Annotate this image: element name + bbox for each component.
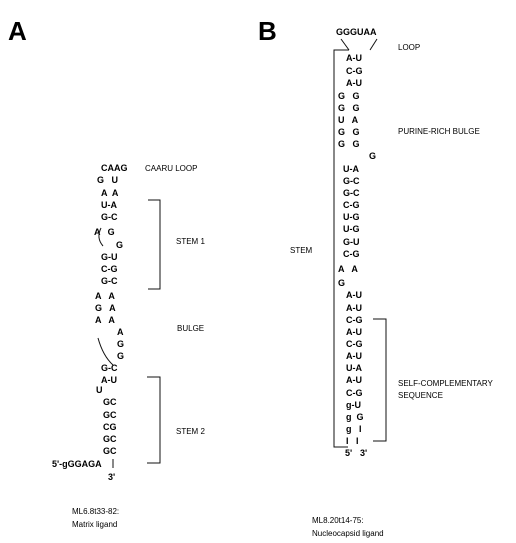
b-seq-row: A-U — [346, 351, 362, 361]
a-5prime-end: 5'-gGGAGA — [52, 459, 102, 469]
b-loop-stroke-right — [369, 38, 378, 51]
b-seq-row: G G — [338, 127, 360, 137]
b-seq-row: C-G — [343, 249, 360, 259]
b-seq-row: U A — [338, 115, 359, 125]
b-loop-label: LOOP — [398, 43, 420, 52]
a-seq-row: G — [117, 339, 124, 349]
b-seq-row: A-U — [346, 78, 362, 88]
b-seq-row: A-U — [346, 375, 362, 385]
b-caption-line2: Nucleocapsid ligand — [312, 529, 384, 538]
a-caption-line1: ML6.8t33-82: — [72, 507, 119, 516]
a-bulge-label: BULGE — [177, 324, 204, 333]
b-seq-row: U-G — [343, 224, 360, 234]
b-seq-row: C-G — [346, 66, 363, 76]
a-seq-row: G-C — [101, 276, 118, 286]
panel-a-letter: A — [8, 16, 27, 46]
a-seq-row: G-U — [101, 252, 118, 262]
a-3prime-end: 3' — [108, 472, 115, 482]
a-seq-row: A-U — [101, 375, 117, 385]
a-seq-row: G — [116, 240, 123, 250]
a-stem2-bracket — [147, 376, 161, 464]
b-seq-row: G G — [338, 139, 360, 149]
b-seq-row: U-A — [346, 363, 362, 373]
b-stem-label: STEM — [290, 246, 313, 255]
a-seq-row: CG — [103, 422, 117, 432]
panel-b-sequence: A-U C-G A-U G G G G U A G G G G G U-A G-… — [338, 53, 376, 458]
b-seq-row: A-U — [346, 290, 362, 300]
b-seq-row: A A — [338, 264, 358, 274]
b-seq-row: I I — [346, 436, 359, 446]
a-seq-row: GC — [103, 397, 117, 407]
b-seq-row: G-U — [343, 237, 360, 247]
a-seq-row: U-A — [101, 200, 117, 210]
b-seq-row: g-U — [346, 400, 361, 410]
b-seq-row: U-A — [343, 164, 359, 174]
b-caption-line1: ML8.20t14-75: — [312, 516, 364, 525]
a-loop-label: CAARU LOOP — [145, 164, 197, 173]
a-seq-row: U — [96, 385, 103, 395]
b-loop-stroke-left — [340, 38, 350, 51]
a-seq-row: CAAG — [101, 163, 128, 173]
a-stem1-label: STEM 1 — [176, 237, 205, 246]
a-seq-row: G — [117, 351, 124, 361]
b-seq-row: G — [369, 151, 376, 161]
b-seq-row: g I — [346, 424, 362, 434]
a-stem2-label: STEM 2 — [176, 427, 205, 436]
b-seq-row: A-U — [346, 303, 362, 313]
a-bulge-arc-2 — [97, 337, 114, 366]
a-seq-row: G A — [95, 303, 116, 313]
a-seq-row: A G — [94, 227, 115, 237]
b-selfcomp-bracket — [373, 318, 387, 442]
a-stem1-bracket — [148, 199, 161, 290]
b-seq-row: C-G — [346, 339, 363, 349]
b-stem-bracket — [333, 49, 349, 448]
a-seq-row: A A — [95, 315, 115, 325]
a-seq-row: G-C — [101, 363, 118, 373]
a-seq-row: G U — [97, 175, 118, 185]
a-seq-row: GC — [103, 434, 117, 444]
a-bulge-arc-1 — [98, 227, 104, 247]
b-selfcomp-label-line2: SEQUENCE — [398, 391, 443, 400]
b-seq-row: C-G — [346, 315, 363, 325]
a-seq-row: GC — [103, 446, 117, 456]
b-seq-row: A-U — [346, 327, 362, 337]
b-seq-row: G G — [338, 103, 360, 113]
a-seq-row: G-C — [101, 212, 118, 222]
a-seq-row: C-G — [101, 264, 118, 274]
b-seq-row: g G — [346, 412, 364, 422]
a-seq-row: A A — [95, 291, 115, 301]
b-bulge-label: PURINE-RICH BULGE — [398, 127, 480, 136]
b-seq-row: C-G — [346, 388, 363, 398]
b-selfcomp-label-line1: SELF-COMPLEMENTARY — [398, 379, 493, 388]
panel-a: A CAAG G U A A U-A G-C A G G G-U C-G G-C… — [8, 16, 205, 529]
b-seq-row: A-U — [346, 53, 362, 63]
a-seq-row: A A — [101, 188, 119, 198]
b-seq-row: G — [338, 278, 345, 288]
panel-b: B GGGUAA A-U C-G A-U G G G G U A G G G G… — [258, 16, 493, 538]
b-loop-sequence: GGGUAA — [336, 27, 377, 37]
a-seq-row: GC — [103, 410, 117, 420]
b-seq-row: G G — [338, 91, 360, 101]
b-seq-row: G-C — [343, 188, 360, 198]
b-3prime-end: 3' — [360, 448, 367, 458]
panel-a-sequence: CAAG G U A A U-A G-C A G G G-U C-G G-C A… — [52, 163, 128, 482]
panel-b-letter: B — [258, 16, 277, 46]
b-seq-row: G-C — [343, 176, 360, 186]
a-caption-line2: Matrix ligand — [72, 520, 117, 529]
b-seq-row: U-G — [343, 212, 360, 222]
b-5prime-end: 5' — [345, 448, 352, 458]
b-seq-row: C-G — [343, 200, 360, 210]
a-seq-row: A — [117, 327, 124, 337]
